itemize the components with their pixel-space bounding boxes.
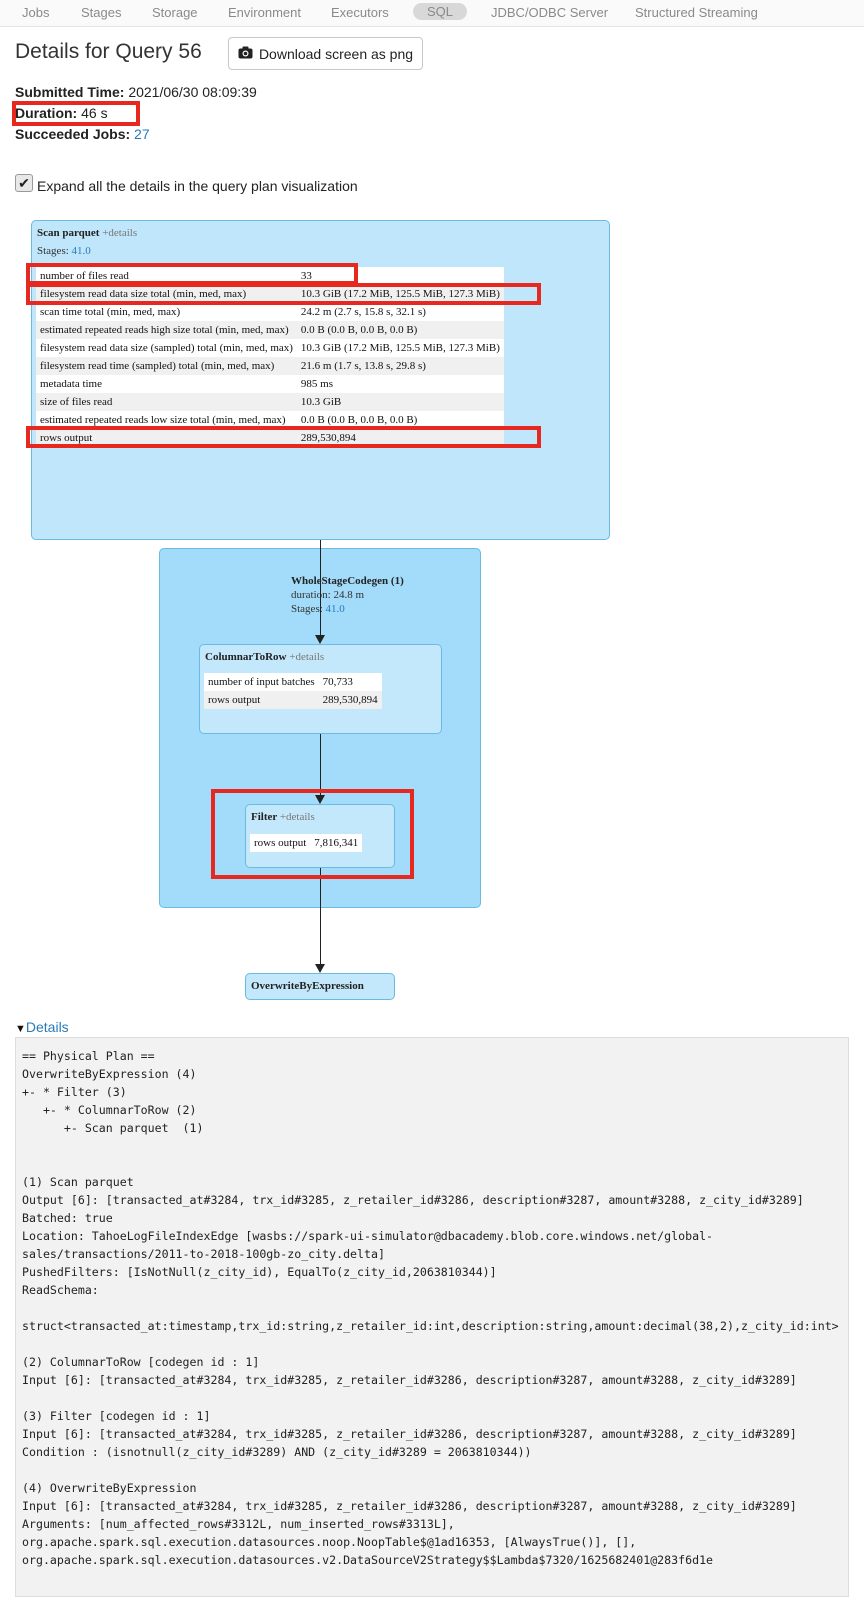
caret-down-icon: ▼ <box>15 1023 26 1035</box>
scan-stage-link[interactable]: 41.0 <box>71 245 91 257</box>
details-toggle[interactable]: ▼Details <box>15 1019 69 1035</box>
physical-plan-box: == Physical Plan == OverwriteByExpressio… <box>15 1037 849 1597</box>
scan-parquet-title: Scan parquet +details <box>37 227 138 239</box>
scan-stages: Stages: 41.0 <box>37 245 91 257</box>
metric-name: rows output <box>204 691 319 709</box>
overwrite-by-expression-node[interactable]: OverwriteByExpression <box>245 973 395 1000</box>
details-link[interactable]: Details <box>25 1019 69 1035</box>
scan-metric-row: estimated repeated reads high size total… <box>36 321 504 339</box>
metric-value: 33 <box>296 267 504 285</box>
tab-environment[interactable]: Environment <box>228 5 301 20</box>
tab-sql[interactable]: SQL <box>413 3 468 20</box>
metric-value: 985 ms <box>296 375 504 393</box>
c2r-title: ColumnarToRow +details <box>205 651 325 663</box>
metric-name: number of input batches <box>204 673 319 691</box>
edge-scan-to-c2r <box>320 540 321 636</box>
edge-c2r-to-filter <box>320 734 321 796</box>
metric-value: 0.0 B (0.0 B, 0.0 B, 0.0 B) <box>296 321 504 339</box>
submitted-time: Submitted Time: 2021/06/30 08:09:39 <box>15 84 257 100</box>
succeeded-jobs-link[interactable]: 27 <box>134 126 150 142</box>
arrow-scan-to-c2r <box>315 635 325 644</box>
tab-jobs[interactable]: Jobs <box>22 5 50 20</box>
metric-name: number of files read <box>36 267 297 285</box>
metric-value: 70,733 <box>318 673 382 691</box>
camera-icon <box>238 46 253 62</box>
metric-name: estimated repeated reads high size total… <box>36 321 297 339</box>
metric-name: size of files read <box>36 393 297 411</box>
metric-name: filesystem read data size (sampled) tota… <box>36 339 297 357</box>
metric-value: 7,816,341 <box>310 834 363 852</box>
filter-title: Filter +details <box>251 811 315 823</box>
expand-details-label: Expand all the details in the query plan… <box>37 178 358 194</box>
wsc-duration: duration: 24.8 m <box>291 589 365 601</box>
metric-name: metadata time <box>36 375 297 393</box>
metric-value: 10.3 GiB (17.2 MiB, 125.5 MiB, 127.3 MiB… <box>296 285 504 303</box>
metric-name: filesystem read data size total (min, me… <box>36 285 297 303</box>
scan-details-toggle[interactable]: +details <box>102 227 138 239</box>
c2r-details-toggle[interactable]: +details <box>289 651 325 663</box>
arrow-filter-to-overwrite <box>315 964 325 973</box>
tab-storage[interactable]: Storage <box>152 5 198 20</box>
metric-value: 10.3 GiB (17.2 MiB, 125.5 MiB, 127.3 MiB… <box>296 339 504 357</box>
tab-structured-streaming[interactable]: Structured Streaming <box>635 5 758 20</box>
top-nav: Jobs Stages Storage Environment Executor… <box>0 0 864 27</box>
tab-stages[interactable]: Stages <box>81 5 122 20</box>
expand-details-checkbox[interactable]: ✔ <box>15 174 33 192</box>
metric-value: 10.3 GiB <box>296 393 504 411</box>
duration: Duration: 46 s <box>15 105 108 121</box>
download-png-button[interactable]: Download screen as png <box>228 37 423 70</box>
filter-details-toggle[interactable]: +details <box>279 811 315 823</box>
metric-value: 289,530,894 <box>318 691 382 709</box>
tab-jdbc-odbc-server[interactable]: JDBC/ODBC Server <box>491 5 609 20</box>
scan-metric-row: scan time total (min, med, max)24.2 m (2… <box>36 303 504 321</box>
download-png-label: Download screen as png <box>258 45 414 62</box>
metric-name: scan time total (min, med, max) <box>36 303 297 321</box>
physical-plan-text: == Physical Plan == OverwriteByExpressio… <box>22 1049 839 1567</box>
scan-metric-row: filesystem read time (sampled) total (mi… <box>36 357 504 375</box>
succeeded-jobs: Succeeded Jobs: 27 <box>15 126 150 142</box>
arrow-c2r-to-filter <box>315 795 325 804</box>
metric-name: estimated repeated reads low size total … <box>36 411 297 429</box>
wsc-title: WholeStageCodegen (1) <box>291 575 404 587</box>
metric-value: 24.2 m (2.7 s, 15.8 s, 32.1 s) <box>296 303 504 321</box>
columnar-to-row-node[interactable]: ColumnarToRow +details number of input b… <box>199 644 442 734</box>
metric-name: rows output <box>250 834 311 852</box>
overwrite-title: OverwriteByExpression <box>251 980 364 992</box>
page-title: Details for Query 56 <box>15 40 202 63</box>
edge-filter-to-overwrite <box>320 868 321 965</box>
scan-metric-row: filesystem read data size (sampled) tota… <box>36 339 504 357</box>
metric-value: 0.0 B (0.0 B, 0.0 B, 0.0 B) <box>296 411 504 429</box>
scan-metric-row: filesystem read data size total (min, me… <box>36 285 504 303</box>
wsc-stage-link[interactable]: 41.0 <box>325 603 345 615</box>
scan-parquet-node[interactable]: Scan parquet +details Stages: 41.0 numbe… <box>31 220 610 540</box>
scan-metric-row: estimated repeated reads low size total … <box>36 411 504 429</box>
metric-value: 289,530,894 <box>296 429 504 447</box>
tab-executors[interactable]: Executors <box>331 5 389 20</box>
metric-value: 21.6 m (1.7 s, 13.8 s, 29.8 s) <box>296 357 504 375</box>
wsc-stages: Stages: 41.0 <box>291 603 345 615</box>
metric-name: rows output <box>36 429 297 447</box>
metric-name: filesystem read time (sampled) total (mi… <box>36 357 297 375</box>
